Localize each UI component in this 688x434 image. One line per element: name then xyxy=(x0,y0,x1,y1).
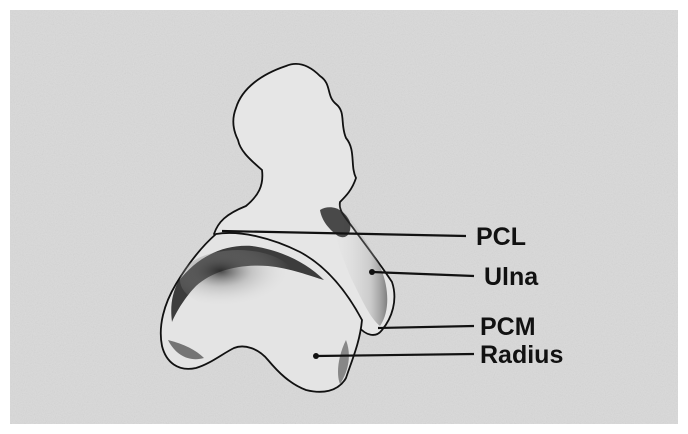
ulna-label: Ulna xyxy=(484,263,539,291)
radius-fovea-shading xyxy=(180,250,296,310)
radius-point-marker xyxy=(313,353,319,359)
radius-label: Radius xyxy=(480,341,563,369)
pcl-label: PCL xyxy=(476,223,526,251)
ulna-point-marker xyxy=(369,269,375,275)
pcm-label: PCM xyxy=(480,313,536,341)
